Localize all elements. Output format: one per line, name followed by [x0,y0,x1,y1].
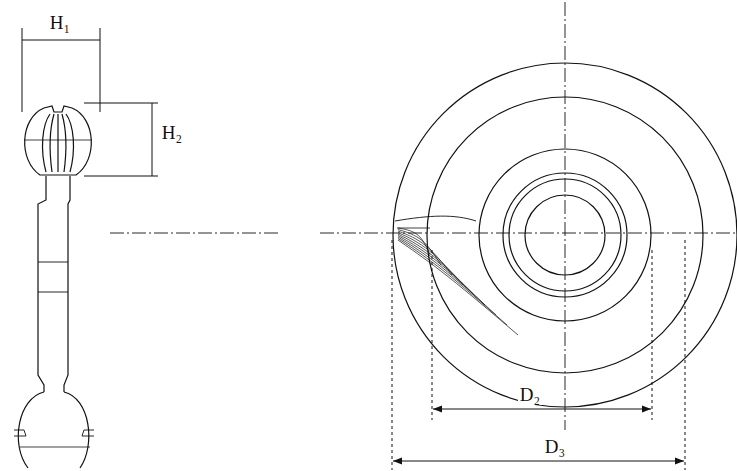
blade-curve [398,231,452,275]
h2-dimension [84,103,158,176]
dimension-label: H₂ [160,122,184,143]
cross-section [14,106,94,468]
center-line [110,2,737,430]
blade-curve [398,240,518,335]
h1-dimension [22,28,100,112]
dimension-label: D₂ [518,384,542,405]
diameter-dimension [392,240,685,470]
dimension-label: H₁ [48,12,72,33]
blade-curve [398,234,474,295]
dimension-label: D₃ [543,436,567,457]
blade-curves [398,228,518,335]
